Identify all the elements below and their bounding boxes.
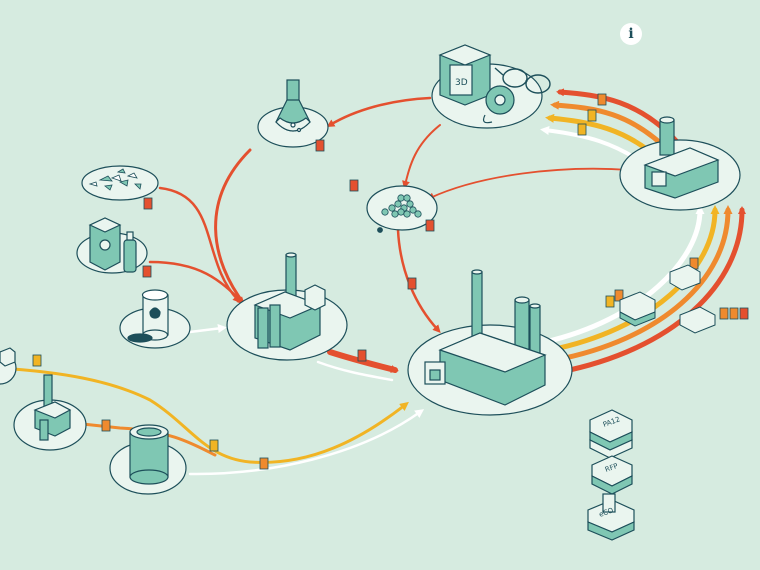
node-waste-platform (81, 165, 159, 201)
legend-bag-rfp (591, 455, 633, 495)
glasses-icon (494, 67, 551, 94)
spool-icon (482, 85, 515, 124)
printer-3d-icon: 3D (438, 44, 492, 106)
tag-red (315, 139, 325, 152)
tag-red (349, 179, 359, 192)
flow-pellets-to-factory (396, 228, 441, 333)
tag-red (142, 265, 152, 278)
flow-printer-to-flask (326, 96, 432, 128)
flow-left-orange (43, 418, 217, 457)
tank-icon (129, 424, 169, 485)
tag-yellow (32, 354, 42, 367)
tag-orange (259, 457, 269, 470)
chemical-plant-icon (253, 252, 326, 351)
flow-left-yellow (0, 366, 409, 464)
flow-chemplant-to-factory (327, 349, 399, 373)
flow-arc-yellow-upper (547, 205, 720, 353)
svg-text:3D: 3D (455, 78, 468, 88)
tag-yellow (587, 109, 597, 122)
flow-arc-white-upper (542, 205, 705, 345)
tag-red (407, 277, 417, 290)
tag-yellow (605, 295, 615, 308)
tag-orange (719, 307, 729, 320)
tag-orange (101, 419, 111, 432)
flow-oil-to-chemplant (188, 324, 227, 334)
tag-orange (597, 93, 607, 106)
tag-red (357, 349, 367, 362)
tag-red (425, 219, 435, 232)
legend-bag-eco (587, 493, 635, 541)
tag-yellow (577, 123, 587, 136)
tag-red (739, 307, 749, 320)
shredded-waste-icon (88, 168, 142, 191)
small-bag-stacks (619, 264, 716, 334)
tower-icon (33, 374, 72, 441)
tag-yellow (209, 439, 219, 452)
legend-bag-pa12 (589, 409, 633, 459)
flow-flask-to-chemplant (214, 148, 252, 309)
packaging-icon (88, 217, 137, 273)
material-tags (32, 93, 749, 470)
flask-icon (275, 79, 311, 133)
bigfactory-icon (643, 116, 720, 199)
tag-red (143, 197, 153, 210)
flow-waste-to-chemplant (158, 186, 241, 303)
flow-lines (0, 88, 746, 476)
info-button[interactable]: i (620, 23, 642, 45)
flow-bigfactory-to-pellets (426, 167, 631, 200)
flow-left-white (188, 409, 425, 476)
flow-printer-to-pellets (402, 124, 441, 189)
tag-orange (729, 307, 739, 320)
main-factory-icon (424, 269, 547, 406)
flow-top-orange (550, 100, 673, 155)
leftedge-building-icon (0, 347, 16, 367)
pellets-icon (377, 194, 422, 233)
flow-packaging-to-chemplant (148, 260, 245, 305)
oil-barrel-icon (127, 289, 169, 343)
flow-arc-orange-upper (552, 205, 733, 363)
tag-orange (614, 289, 624, 302)
